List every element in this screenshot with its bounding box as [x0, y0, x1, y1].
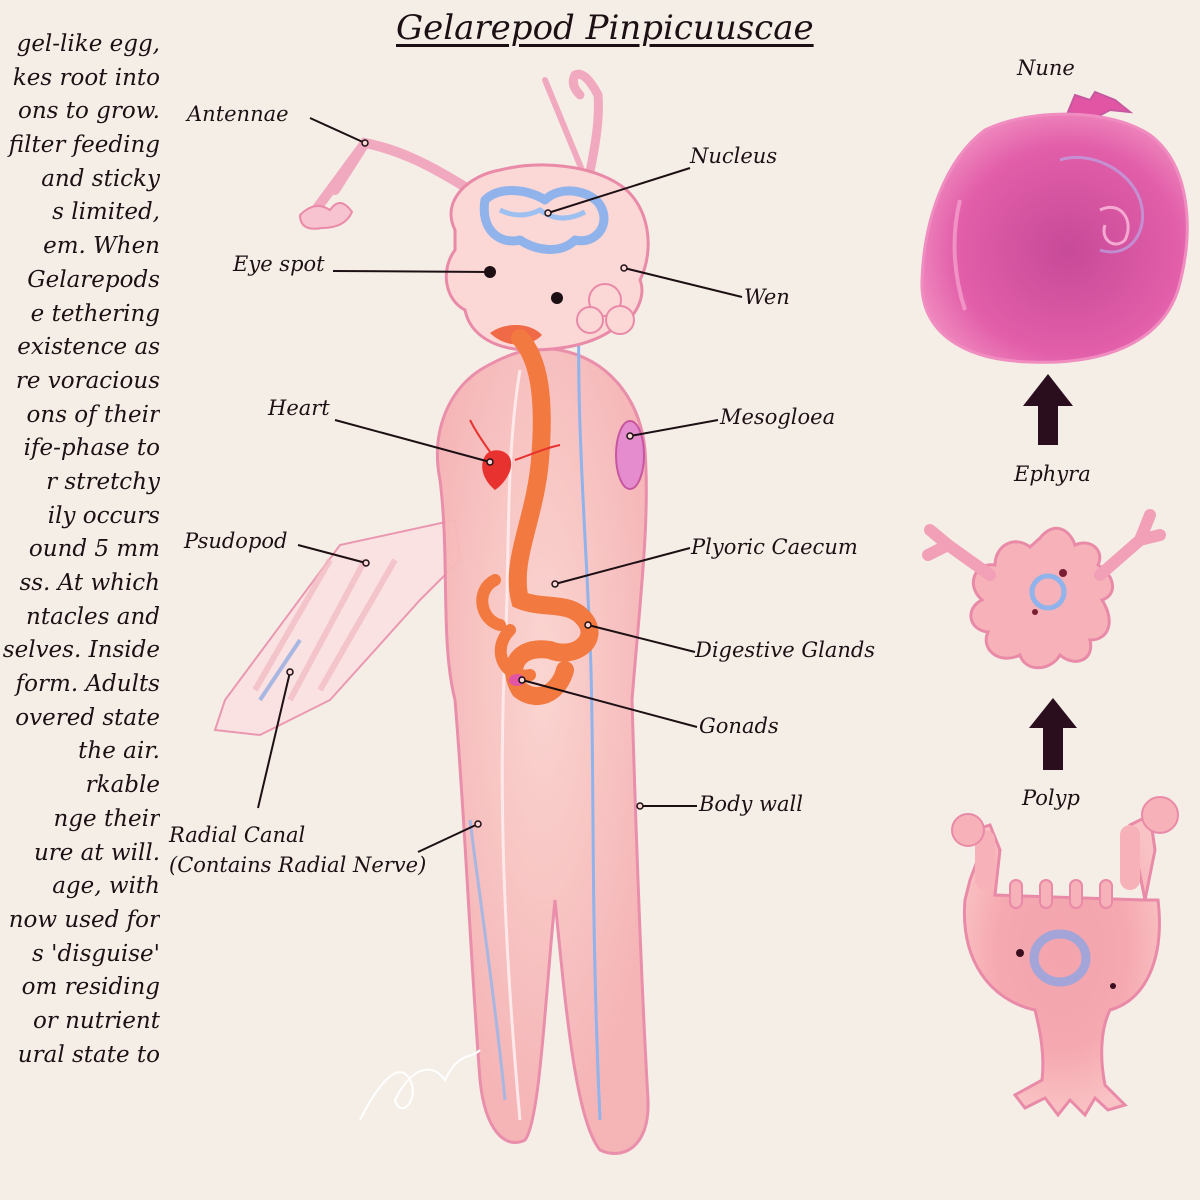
antenna-left-tip [298, 202, 354, 230]
label-antennae: Antennae [187, 102, 289, 126]
leader-nucleus [547, 167, 691, 214]
description-line: re voracious [15, 367, 160, 394]
leader-gonads [521, 679, 698, 728]
description-line: age, with [52, 873, 160, 900]
description-line: ss. At which [19, 570, 160, 596]
description-line: the air. [78, 738, 160, 765]
leader-eye-spot [332, 270, 491, 273]
description-line: overed state [15, 704, 160, 731]
arrow-polyp-to-ephyra [1029, 698, 1077, 770]
leader-wen [623, 267, 743, 298]
description-line: kes root into [12, 64, 160, 91]
description-line: Gelarepods [27, 266, 160, 293]
label-plyoric-caecum: Plyoric Caecum [691, 535, 858, 559]
ephyra-illustration [922, 509, 1166, 670]
label-psudopod: Psudopod [184, 529, 288, 553]
label-heart: Heart [268, 396, 330, 420]
stage-label-ephyra: Ephyra [1014, 462, 1091, 486]
description-line: existence as [17, 334, 160, 361]
wen [576, 283, 635, 335]
description-line: and sticky [41, 165, 160, 192]
label-gonads: Gonads [699, 714, 779, 738]
description-line: form. Adults [15, 671, 160, 698]
description-line: selves. Inside [2, 637, 160, 664]
leader-plyoric-caecum [554, 547, 691, 585]
description-line: now used for [8, 906, 160, 933]
description-line: om residing [21, 974, 160, 1001]
leader-lines [257, 117, 743, 853]
nune-illustration [920, 90, 1189, 364]
description-line: r stretchy [46, 468, 160, 495]
label-eye-spot: Eye spot [233, 252, 325, 276]
leader-mesogloea [629, 419, 719, 437]
description-line: s 'disguise' [32, 940, 160, 967]
leader-heart [334, 419, 491, 463]
description-line: ons to grow. [17, 98, 160, 125]
leader-dots [286, 139, 644, 828]
stage-label-nune: Nune [1017, 56, 1075, 80]
label-mesogloea: Mesogloea [720, 405, 836, 429]
leader-radial-canal-left [257, 671, 291, 809]
diagram-title: Gelarepod Pinpicuuscae [396, 8, 814, 48]
description-line: filter feeding [8, 132, 160, 159]
description-line: ural state to [17, 1041, 160, 1068]
polyp-illustration [951, 796, 1179, 1118]
description-line: nge their [53, 805, 160, 832]
label-digestive-glands: Digestive Glands [695, 638, 876, 662]
label-radial-canal-note: (Contains Radial Nerve) [169, 853, 427, 877]
label-nucleus: Nucleus [690, 144, 778, 168]
description-line: ntacles and [26, 603, 160, 630]
description-line: ound 5 mm [28, 536, 160, 563]
leader-radial-canal-right [417, 823, 479, 853]
description-line: ily occurs [47, 502, 160, 529]
leader-psudopod [297, 544, 367, 564]
description-line: rkable [85, 772, 160, 799]
nucleus [479, 186, 609, 254]
label-radial-canal: Radial Canal [169, 823, 306, 847]
leader-antennae [309, 117, 366, 144]
leader-digestive-glands [587, 624, 696, 653]
stage-label-polyp: Polyp [1022, 786, 1080, 810]
description-line: ife-phase to [23, 435, 160, 462]
description-text: gel-like egg, kes root into ons to grow. fi… [0, 28, 160, 1072]
description-line: or nutrient [32, 1007, 160, 1034]
description-line: em. When [43, 233, 160, 260]
mesogloea [615, 420, 645, 490]
gut [505, 329, 599, 705]
arrow-ephyra-to-nune [1023, 374, 1073, 445]
antenna-right-stalk [542, 77, 585, 173]
figure-body [213, 69, 650, 1155]
label-body-wall: Body wall [699, 792, 803, 816]
description-line: ure at will. [33, 839, 160, 866]
description-line: s limited, [52, 199, 160, 226]
description-line: e tethering [30, 300, 160, 327]
description-line: gel-like egg, [16, 31, 160, 57]
description-line: ons of their [26, 401, 160, 428]
signature [359, 1049, 481, 1121]
label-wen: Wen [744, 285, 790, 309]
